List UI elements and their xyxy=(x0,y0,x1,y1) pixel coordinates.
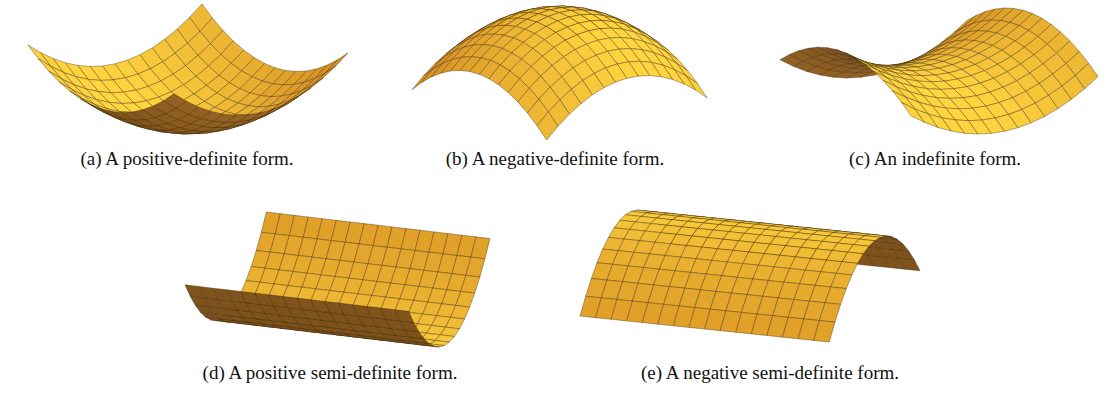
mesh-patch xyxy=(38,59,61,79)
mesh-patch xyxy=(400,321,419,332)
mesh-patch xyxy=(456,291,475,307)
mesh-patch xyxy=(836,262,857,275)
mesh-patch xyxy=(315,60,338,79)
mesh-patch xyxy=(279,90,302,104)
mesh-patch xyxy=(263,104,286,116)
mesh-patch xyxy=(874,71,897,87)
mesh-patch xyxy=(461,275,480,293)
surface-mesh xyxy=(412,6,707,140)
mesh-patch xyxy=(842,252,863,263)
mesh-patch xyxy=(893,249,914,260)
figure-caption: (d) A positive semi-definite form. xyxy=(203,362,458,384)
mesh-patch xyxy=(892,91,915,109)
mesh-patch xyxy=(313,66,336,85)
mesh-patch xyxy=(831,273,852,288)
mesh-patch xyxy=(471,237,490,259)
mesh-patch xyxy=(825,287,846,304)
mesh-patch xyxy=(864,64,887,78)
mesh-patch xyxy=(899,258,920,271)
mesh-patch xyxy=(883,80,906,97)
mesh-patch xyxy=(91,104,114,116)
figure-caption: (e) A negative semi-definite form. xyxy=(641,362,899,384)
mesh-patch xyxy=(302,73,325,90)
mesh-patch xyxy=(59,82,82,99)
mesh-patch xyxy=(164,94,187,108)
mesh-patch xyxy=(814,321,835,342)
surface-mesh xyxy=(780,8,1098,134)
mesh-patch xyxy=(446,317,465,328)
mesh-patch xyxy=(290,85,313,101)
surface-mesh xyxy=(28,4,348,134)
surface-mesh xyxy=(580,210,920,342)
surface-mesh xyxy=(185,212,490,347)
mesh-patch xyxy=(902,103,925,123)
mesh-patch xyxy=(395,310,414,323)
mesh-patch xyxy=(412,69,433,90)
mesh-patch xyxy=(325,53,348,73)
mesh-patch xyxy=(49,71,72,89)
figure-caption: (c) An indefinite form. xyxy=(849,148,1021,170)
figure-caption: (a) A positive-definite form. xyxy=(80,148,293,170)
mesh-patch xyxy=(72,89,95,104)
figure-caption: (b) A negative-definite form. xyxy=(446,148,664,170)
mesh-patch xyxy=(819,303,840,322)
mesh-patch xyxy=(466,257,485,277)
mesh-patch xyxy=(827,48,850,56)
mesh-patch xyxy=(537,112,558,140)
mesh-patch xyxy=(28,45,51,66)
mesh-patch xyxy=(451,305,470,319)
